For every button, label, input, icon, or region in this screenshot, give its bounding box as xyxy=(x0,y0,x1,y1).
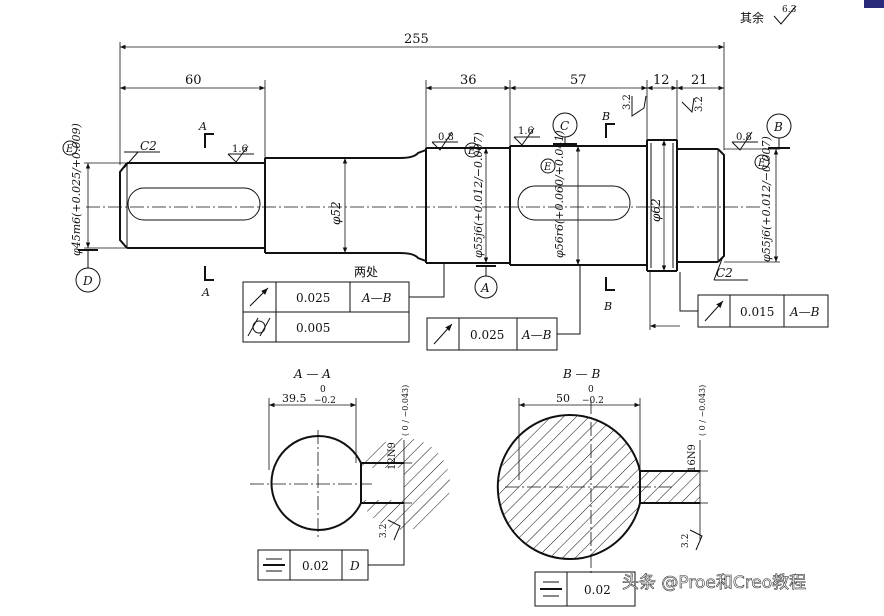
symmetry-icon xyxy=(540,581,562,597)
top-dimensions: 255 60 36 57 12 21 xyxy=(119,32,725,165)
frame-aa-value: 0.02 xyxy=(302,559,329,573)
dim-d55-right: φ55j6(+0.012/−0.007) xyxy=(760,136,773,262)
chamfer-c2-left: C2 xyxy=(140,139,157,153)
section-bb: B — B 50 0 −0.2 16N9 ( 0 / −0.043) 3.2 0… xyxy=(496,367,708,607)
shaft-outline xyxy=(119,139,725,272)
frame-aa-datum: D xyxy=(349,559,360,573)
datum-d: D xyxy=(82,274,93,288)
frame3-datum: A—B xyxy=(789,305,820,319)
dim-21: 21 xyxy=(691,73,708,88)
section-bb-width-tol-lower: −0.2 xyxy=(582,396,604,406)
runout-icon xyxy=(704,300,724,322)
two-places-label: 两处 xyxy=(354,265,378,279)
watermark: 头条 @Proe和Creo教程 xyxy=(622,573,806,593)
roughness-08-left: 0.8 xyxy=(438,132,454,143)
runout-icon xyxy=(433,323,453,345)
frame1-runout-value: 0.025 xyxy=(296,291,330,305)
section-aa-width-tol-lower: −0.2 xyxy=(314,396,336,406)
section-bb-keyway-tol: ( 0 / −0.043) xyxy=(698,385,707,436)
tolerance-frame-2: 0.025 A—B xyxy=(426,266,581,351)
datum-c: C xyxy=(560,119,569,133)
dim-d56: φ56r6(+0.060/+0.041) xyxy=(553,130,566,258)
frame2-value: 0.025 xyxy=(470,328,504,342)
section-aa: A — A 39.5 0 −0.2 12N9 ( 0 / −0.043) 3.2… xyxy=(250,367,451,581)
roughness-32-top: 3.2 xyxy=(622,94,633,110)
section-aa-keyway: 12N9 xyxy=(387,442,398,470)
section-mark-a-top: A xyxy=(198,120,207,133)
frame3-value: 0.015 xyxy=(740,305,774,319)
e-envelope-icon xyxy=(754,154,770,170)
e-mark: E xyxy=(65,144,74,155)
section-bb-title: B — B xyxy=(562,367,600,381)
frame-bb-value: 0.02 xyxy=(584,583,611,597)
symmetry-icon xyxy=(263,558,285,572)
section-bb-width-tol-upper: 0 xyxy=(588,385,594,395)
dim-overall-255: 255 xyxy=(404,32,429,47)
roughness-32-aa: 3.2 xyxy=(379,524,389,538)
e-envelope-icon xyxy=(62,140,78,156)
cylindricity-icon xyxy=(247,317,271,337)
datum-a-circle xyxy=(474,275,498,299)
e-mark: E xyxy=(467,146,476,157)
datum-a: A xyxy=(480,281,490,295)
datum-b-circle xyxy=(766,113,792,139)
dim-d62: φ62 xyxy=(649,198,663,222)
tolerance-frame-3: 0.015 A—B xyxy=(649,272,829,330)
frame2-datum: A—B xyxy=(521,328,552,342)
section-marks: A A B B xyxy=(198,110,615,313)
dim-36: 36 xyxy=(460,73,477,88)
dim-d52: φ52 xyxy=(329,201,343,225)
section-aa-width: 39.5 xyxy=(282,392,307,405)
datum-d-circle xyxy=(75,267,101,293)
dim-57: 57 xyxy=(570,73,587,88)
section-aa-keyway-tol: ( 0 / −0.043) xyxy=(401,385,410,436)
e-envelope-icon xyxy=(540,158,556,174)
diameter-dimensions: φ45m6(+0.025/+0.009) E D φ52 φ55j6(+0.01… xyxy=(62,112,792,299)
chamfer-c2-right: C2 xyxy=(716,266,733,280)
section-aa-title: A — A xyxy=(293,367,331,381)
corner-accent xyxy=(864,0,884,8)
roughness-16-b: 1.6 xyxy=(518,126,534,137)
frame1-cylindricity-value: 0.005 xyxy=(296,321,330,335)
datum-b: B xyxy=(773,120,783,134)
tolerance-frame-1: 0.025 A—B 0.005 xyxy=(242,262,445,343)
section-mark-a-bottom: A xyxy=(201,286,210,299)
e-envelope-icon xyxy=(464,142,480,158)
section-mark-b-bottom: B xyxy=(603,300,612,313)
datum-c-circle xyxy=(552,112,578,138)
roughness-16-a: 1.6 xyxy=(232,144,248,155)
section-mark-b-top: B xyxy=(601,110,610,123)
dim-d55-left: φ55j6(+0.012/−0.007) xyxy=(472,132,485,258)
section-aa-width-tol-upper: 0 xyxy=(320,385,326,395)
runout-icon xyxy=(249,287,269,307)
section-bb-keyway: 16N9 xyxy=(687,444,698,472)
e-mark: E xyxy=(757,158,766,169)
roughness-symbol-icon xyxy=(773,5,797,25)
roughness-marks: 0.8 1.6 1.6 3.2 3.2 0.8 xyxy=(227,94,758,163)
e-mark: E xyxy=(543,162,552,173)
dim-d45: φ45m6(+0.025/+0.009) xyxy=(70,123,83,256)
surface-note-value: 6.3 xyxy=(782,5,797,15)
roughness-32-top2: 3.2 xyxy=(694,96,705,112)
roughness-08-right: 0.8 xyxy=(736,132,752,143)
frame1-datum: A—B xyxy=(361,291,392,305)
surface-note: 其余 xyxy=(740,10,764,25)
dim-60: 60 xyxy=(185,73,202,88)
section-bb-width: 50 xyxy=(556,392,570,405)
dim-12: 12 xyxy=(653,73,670,88)
roughness-32-bb: 3.2 xyxy=(681,534,691,548)
